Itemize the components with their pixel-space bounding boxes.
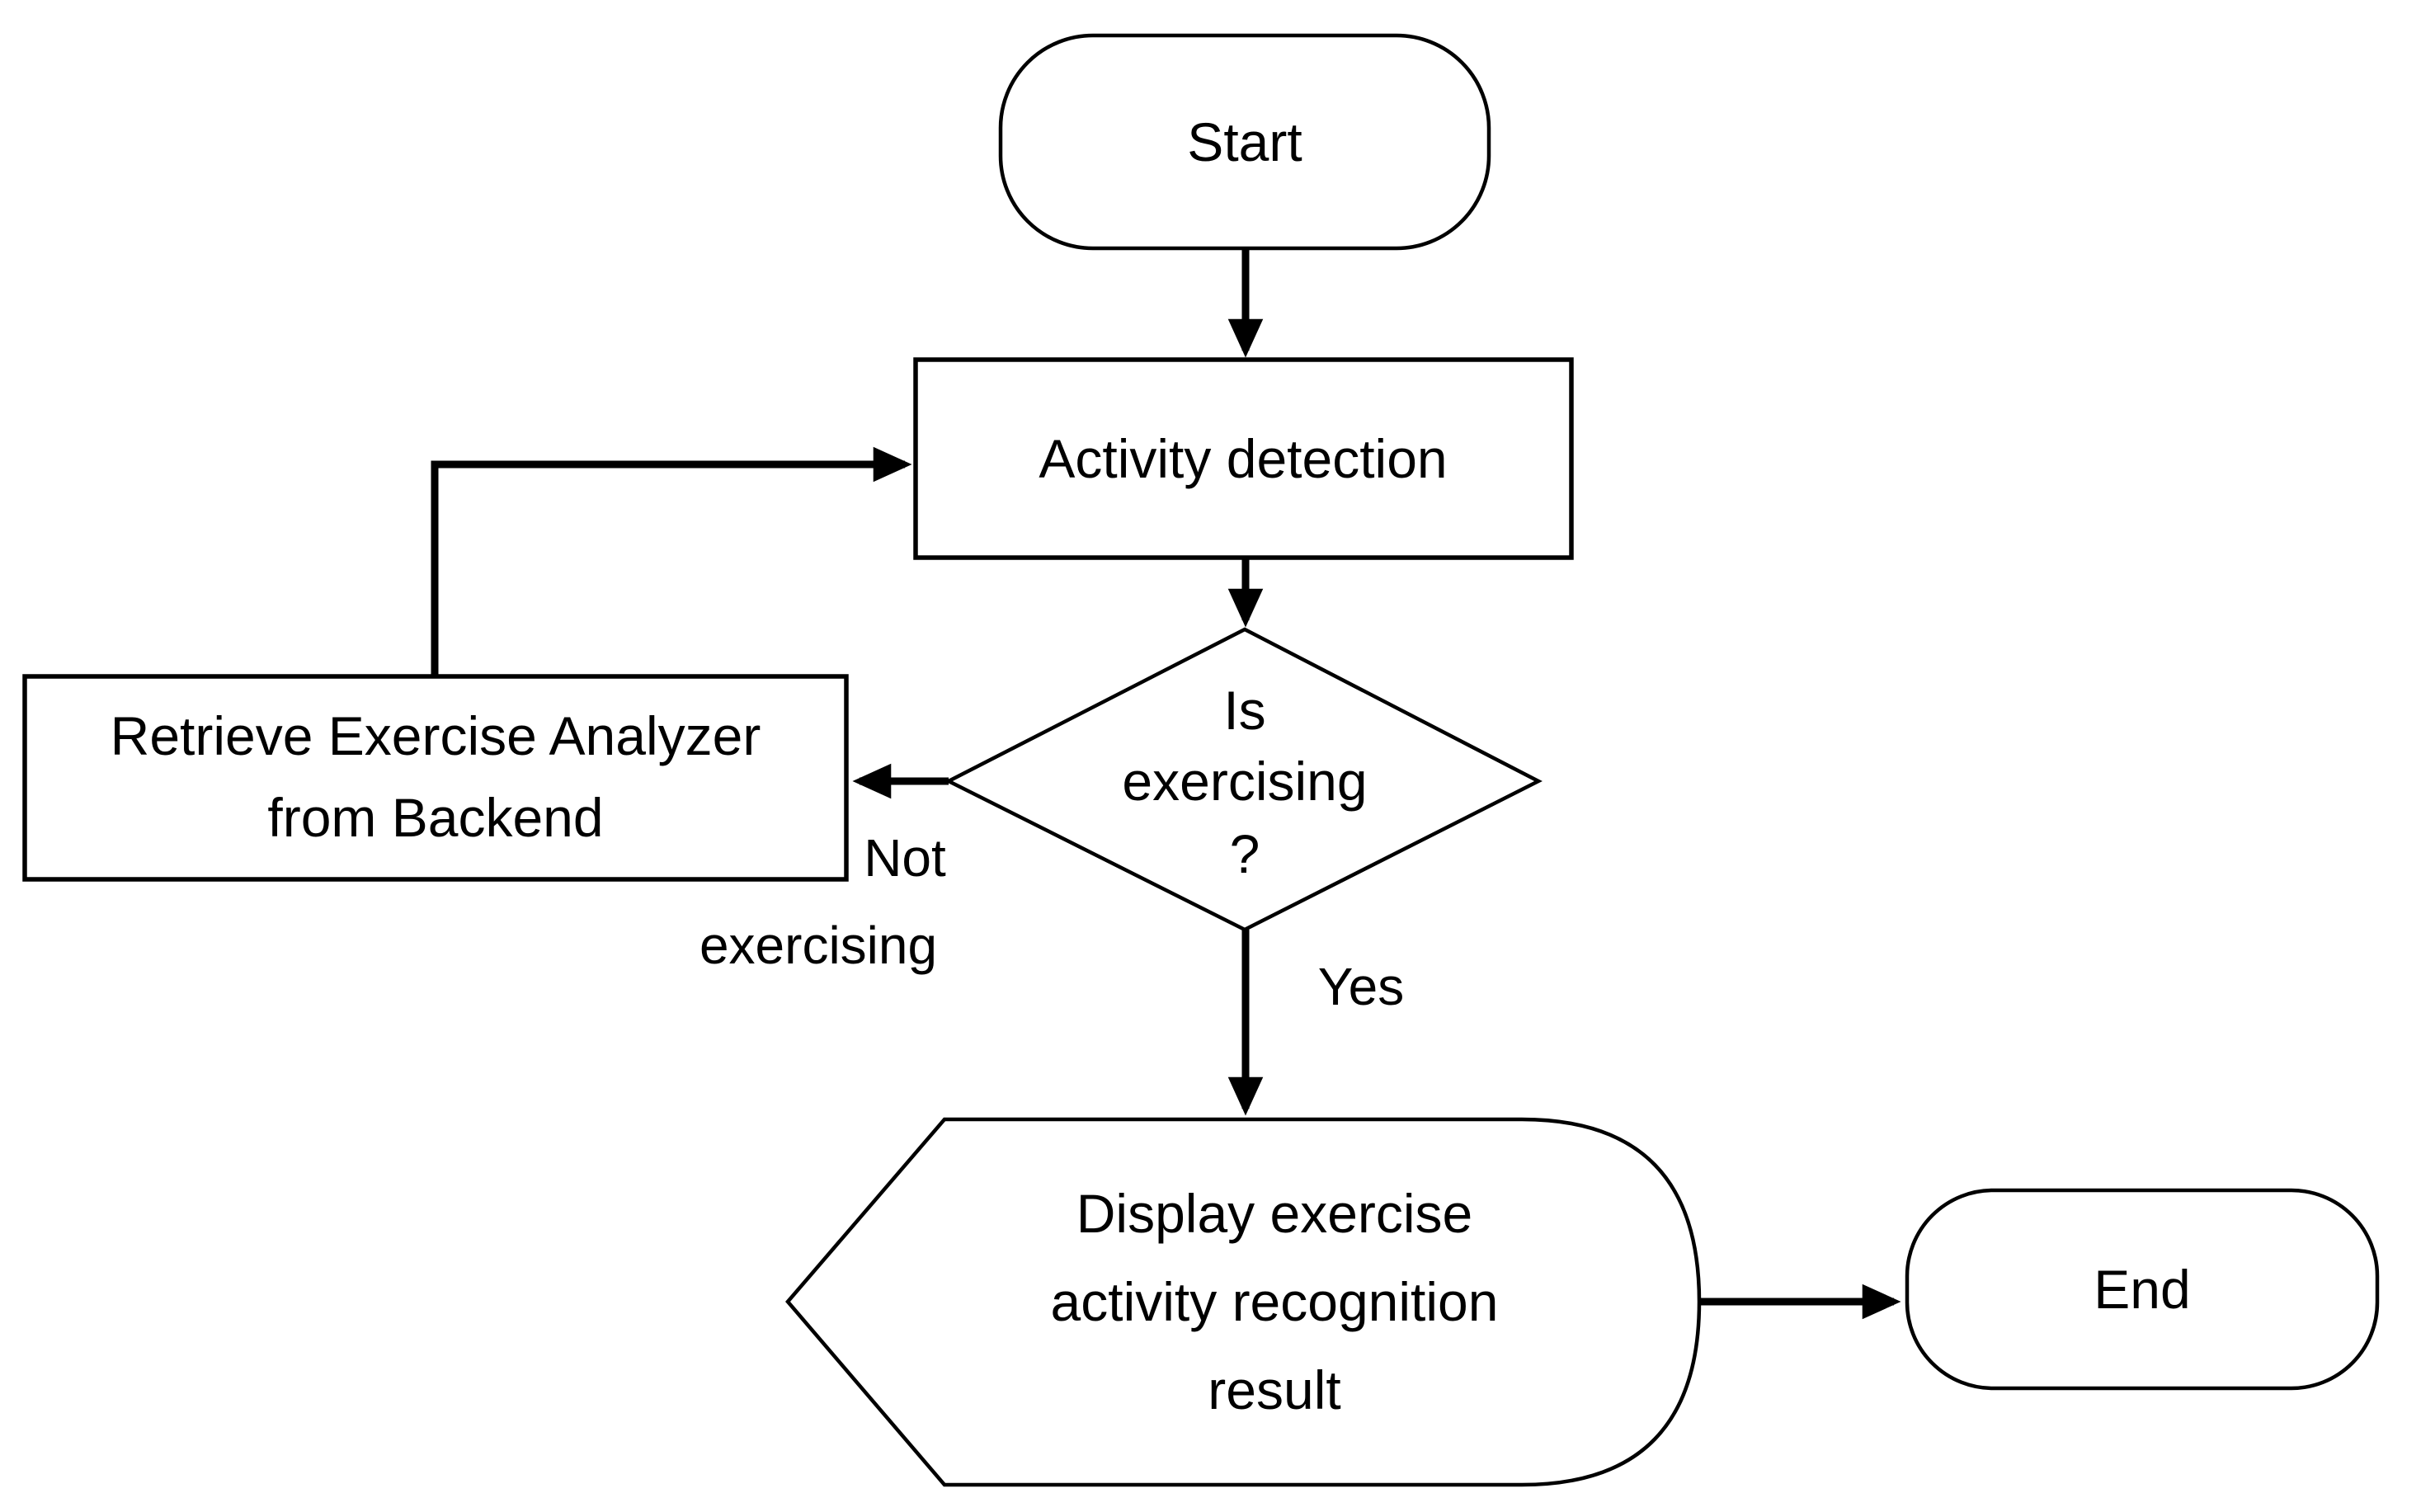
is-exercising-label-line2: exercising	[1122, 751, 1367, 812]
display-result-label-line2: activity recognition	[1051, 1271, 1499, 1332]
activity-detection-process-shape	[913, 357, 1574, 560]
start-label: Start	[1187, 111, 1302, 172]
end-label: End	[2094, 1259, 2190, 1320]
display-result-label-line3: result	[1208, 1359, 1340, 1420]
edge-retrieve-to-activity-loop	[431, 446, 912, 676]
display-result-label-line1: Display exercise	[1076, 1183, 1473, 1244]
end-terminator-shape	[1905, 1188, 2380, 1391]
is-exercising-diamond-shape	[944, 627, 1543, 932]
is-exercising-label-line1: Is	[1223, 680, 1265, 741]
edges	[431, 248, 1901, 1320]
start-node: Start	[998, 33, 1491, 251]
retrieve-analyzer-process-shape	[22, 674, 849, 882]
display-result-node: Display exercise activity recognition re…	[785, 1117, 1702, 1487]
is-exercising-label-line3: ?	[1230, 823, 1260, 884]
activity-detection-label: Activity detection	[1039, 428, 1447, 489]
activity-detection-node: Activity detection	[913, 357, 1574, 560]
display-result-display-shape	[785, 1117, 1702, 1487]
start-terminator-shape	[998, 33, 1491, 251]
retrieve-analyzer-label-line2: from Backend	[267, 787, 603, 848]
not-exercising-label-line1: Not	[864, 828, 946, 888]
yes-label: Yes	[1318, 957, 1404, 1016]
is-exercising-decision-node: Is exercising ?	[944, 627, 1543, 932]
end-node: End	[1905, 1188, 2380, 1391]
retrieve-analyzer-label-line1: Retrieve Exercise Analyzer	[111, 705, 761, 766]
not-exercising-label-line2: exercising	[699, 916, 937, 975]
retrieve-analyzer-node: Retrieve Exercise Analyzer from Backend	[22, 674, 849, 882]
edge-labels: Not exercising Yes	[699, 828, 1404, 1016]
